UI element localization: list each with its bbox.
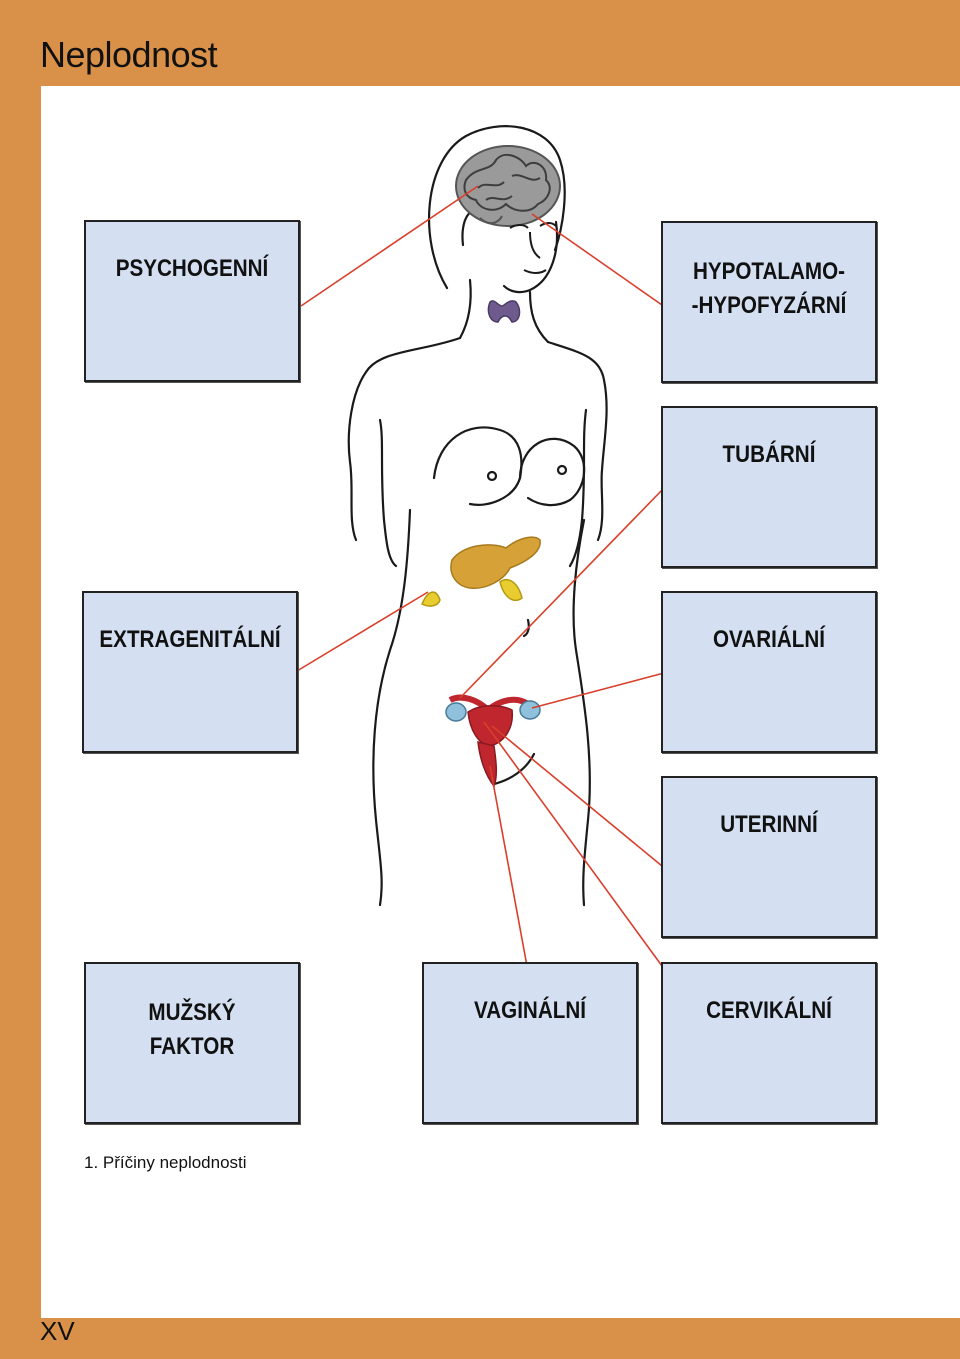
thyroid — [487, 300, 521, 323]
page-title: Neplodnost — [40, 34, 218, 75]
adrenal-glands — [421, 578, 523, 607]
figure-caption: 1. Příčiny neplodnosti — [84, 1153, 247, 1172]
label-extragenitalni: EXTRAGENITÁLNÍ — [99, 626, 281, 653]
box-psychogenni: PSYCHOGENNÍ — [84, 220, 300, 382]
label-hypotalamo-line2: -HYPOFYZÁRNÍ — [691, 292, 847, 319]
box-ovarialni: OVARIÁLNÍ — [661, 591, 877, 753]
label-tubarni: TUBÁRNÍ — [722, 441, 816, 468]
label-psychogenni: PSYCHOGENNÍ — [115, 255, 269, 282]
leader-lines — [296, 185, 665, 967]
left-band — [0, 86, 41, 1318]
label-vaginalni: VAGINÁLNÍ — [474, 997, 586, 1024]
label-hypotalamo-line1: HYPOTALAMO- — [692, 258, 846, 285]
box-vaginalni: VAGINÁLNÍ — [422, 962, 638, 1124]
box-hypotalamo-hypofyzarni: HYPOTALAMO- -HYPOFYZÁRNÍ — [661, 221, 877, 383]
brain — [455, 145, 561, 227]
top-band — [0, 0, 960, 86]
label-muzsky-line2: FAKTOR — [149, 1033, 235, 1060]
box-uterinni: UTERINNÍ — [661, 776, 877, 938]
box-extragenitalni: EXTRAGENITÁLNÍ — [82, 591, 298, 753]
label-muzsky-line1: MUŽSKÝ — [148, 999, 236, 1026]
page-number: XV — [40, 1316, 75, 1346]
pancreas — [450, 536, 541, 589]
box-muzsky-faktor: MUŽSKÝ FAKTOR — [84, 962, 300, 1124]
label-uterinni: UTERINNÍ — [720, 811, 818, 838]
box-cervikalni: CERVIKÁLNÍ — [661, 962, 877, 1124]
reproductive-organs — [445, 694, 541, 788]
label-cervikalni: CERVIKÁLNÍ — [706, 997, 832, 1024]
face — [509, 222, 557, 274]
label-ovarialni: OVARIÁLNÍ — [713, 626, 825, 653]
box-tubarni: TUBÁRNÍ — [661, 406, 877, 568]
bottom-band — [0, 1318, 960, 1359]
